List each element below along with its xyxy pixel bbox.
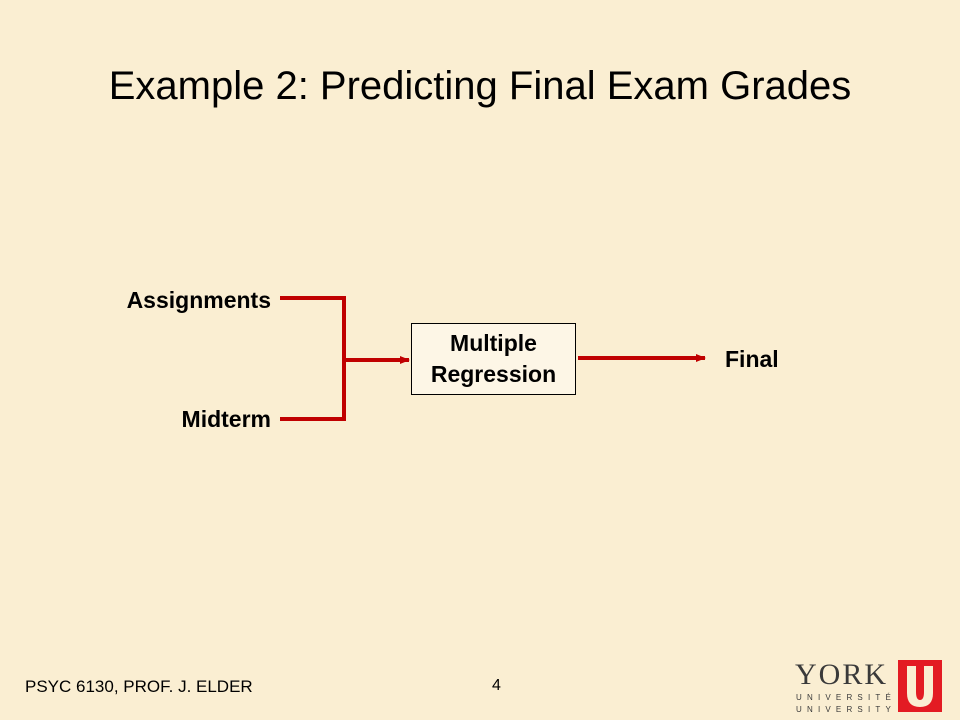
slide-title: Example 2: Predicting Final Exam Grades [108, 64, 852, 108]
process-line-2: Regression [430, 361, 557, 387]
york-logo: YORK UNIVERSITÉ UNIVERSITY [795, 660, 945, 716]
input-label-assignments: Assignments [126, 287, 271, 313]
logo-subtitle-fr: UNIVERSITÉ [796, 693, 897, 702]
slide-footer: PSYC 6130, PROF. J. ELDER [25, 677, 253, 696]
page-number: 4 [492, 677, 501, 694]
output-label-final: Final [725, 346, 779, 372]
connector-assignments [280, 296, 346, 360]
process-line-1: Multiple [450, 330, 537, 356]
connector-midterm [280, 360, 346, 421]
logo-wordmark: YORK [795, 658, 889, 691]
input-label-midterm: Midterm [181, 406, 271, 432]
logo-subtitle-en: UNIVERSITY [796, 705, 897, 714]
process-box: Multiple Regression [411, 323, 576, 395]
york-u-mark-icon [898, 660, 942, 712]
